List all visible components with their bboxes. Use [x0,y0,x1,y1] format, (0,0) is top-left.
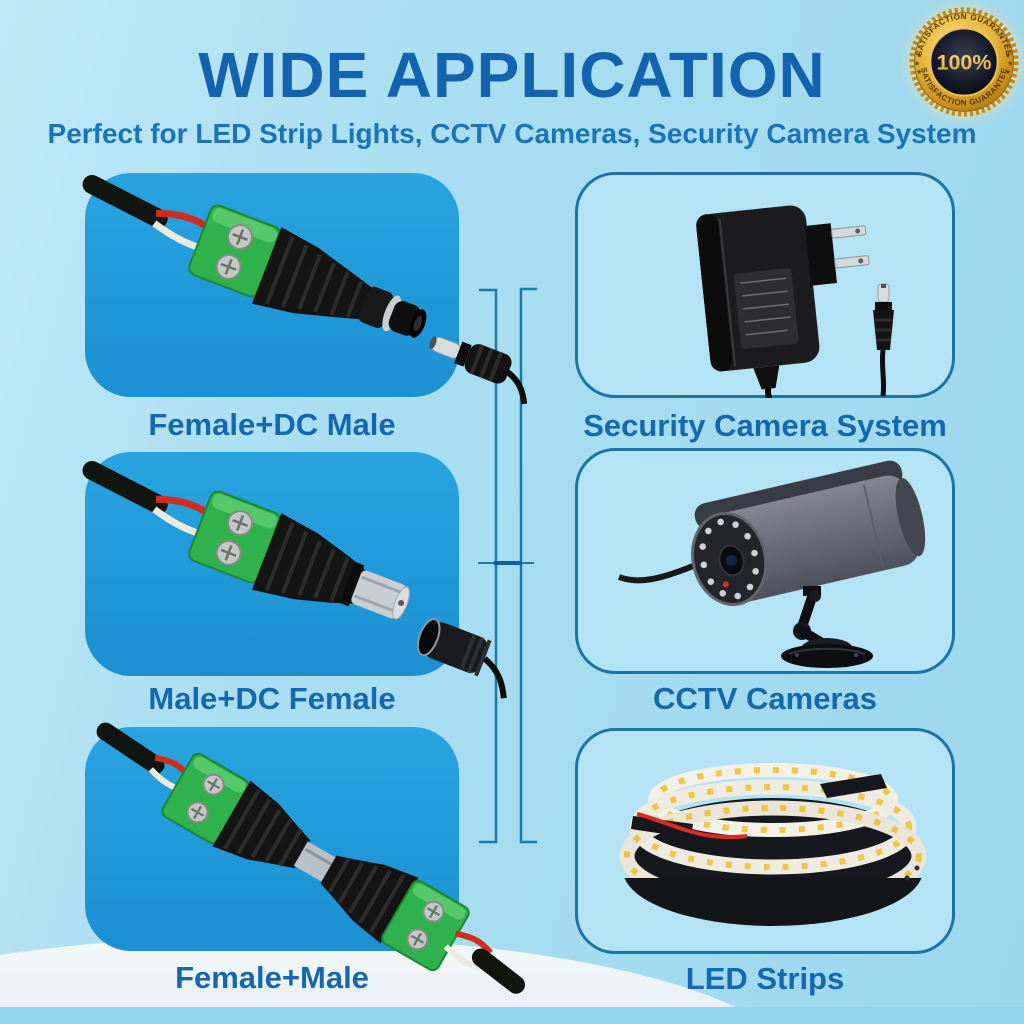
badge-serrated-edge [909,7,1019,117]
star-icon: ★ [916,51,922,59]
dc-male-plug [429,336,528,405]
bullet-camera-body [691,460,926,607]
camera-mount [781,586,873,668]
mount-base [781,644,873,668]
product-label-female-male: Female+Male [175,960,369,995]
star-icon: ★ [1005,51,1011,59]
power-adapter-photo [696,205,894,398]
app-label-security-camera-system: Security Camera System [583,408,947,443]
ir-led-ring [699,518,759,600]
dc-male-barrel [339,561,410,620]
star-icon: ★ [914,60,920,68]
reel-tab [820,774,887,798]
page-title: WIDE APPLICATION [198,39,826,111]
product-label-male-dc-female: Male+DC Female [148,681,396,716]
connector-assembly [82,460,507,699]
strain-relief [753,365,780,390]
app-label-led-strips: LED Strips [685,961,845,996]
product-label-female-dc-male: Female+DC Male [148,407,396,442]
star-icon: ★ [1005,68,1011,76]
camera-cable [617,563,695,584]
satisfaction-guarantee-badge-icon: SATISFACTION GUARANTEE SATISFACTION GUAR… [909,7,1019,117]
star-icon: ★ [1007,60,1013,68]
dc-female-jack [416,618,507,699]
led-strip-reel-photo [619,763,927,926]
badge-center [929,27,999,97]
bottom-band [0,1007,1024,1024]
female-plus-male-connector-photo [96,722,526,994]
page-subtitle: Perfect for LED Strip Lights, CCTV Camer… [47,118,977,149]
red-wire-right [454,930,493,955]
white-wire-right [443,944,483,972]
black-cable-left [96,722,165,775]
green-terminal-block [188,204,282,298]
app-label-cctv-cameras: CCTV Cameras [653,681,877,716]
green-terminal-block-left [161,752,250,845]
metal-joint [293,841,338,883]
connector-assembly [82,174,528,405]
cctv-camera-photo [617,460,926,668]
female-plus-dc-male-connector-photo [82,174,528,405]
plug-prong [834,255,870,269]
reel-tab [631,816,693,838]
red-power-wire [636,812,748,840]
badge-percent: 100% [937,50,992,74]
male-plus-dc-female-connector-photo [82,460,507,699]
metal-joint-shade [304,848,333,866]
right-bracket-line [519,287,537,844]
black-ridged-body [251,513,368,604]
black-ridged-body [251,227,372,320]
plug-prong [831,225,867,239]
black-cable-right [471,948,526,994]
dc-female-jack-end [358,286,427,338]
plug-mount [804,223,837,286]
left-bracket-line [479,288,498,844]
black-cable [82,460,168,514]
green-terminal-block [188,490,282,584]
status-led [722,581,729,588]
black-cable [82,174,168,228]
black-ridged-body-left [212,780,311,869]
connector-assembly [96,722,526,994]
plug-cable [879,349,887,397]
dc-plug [873,283,894,397]
adapter-cable [764,386,780,398]
wall-adapter-body [696,205,870,398]
star-icon: ★ [916,68,922,76]
black-ridged-body-right [320,855,419,944]
reel-front-rim [624,878,922,926]
